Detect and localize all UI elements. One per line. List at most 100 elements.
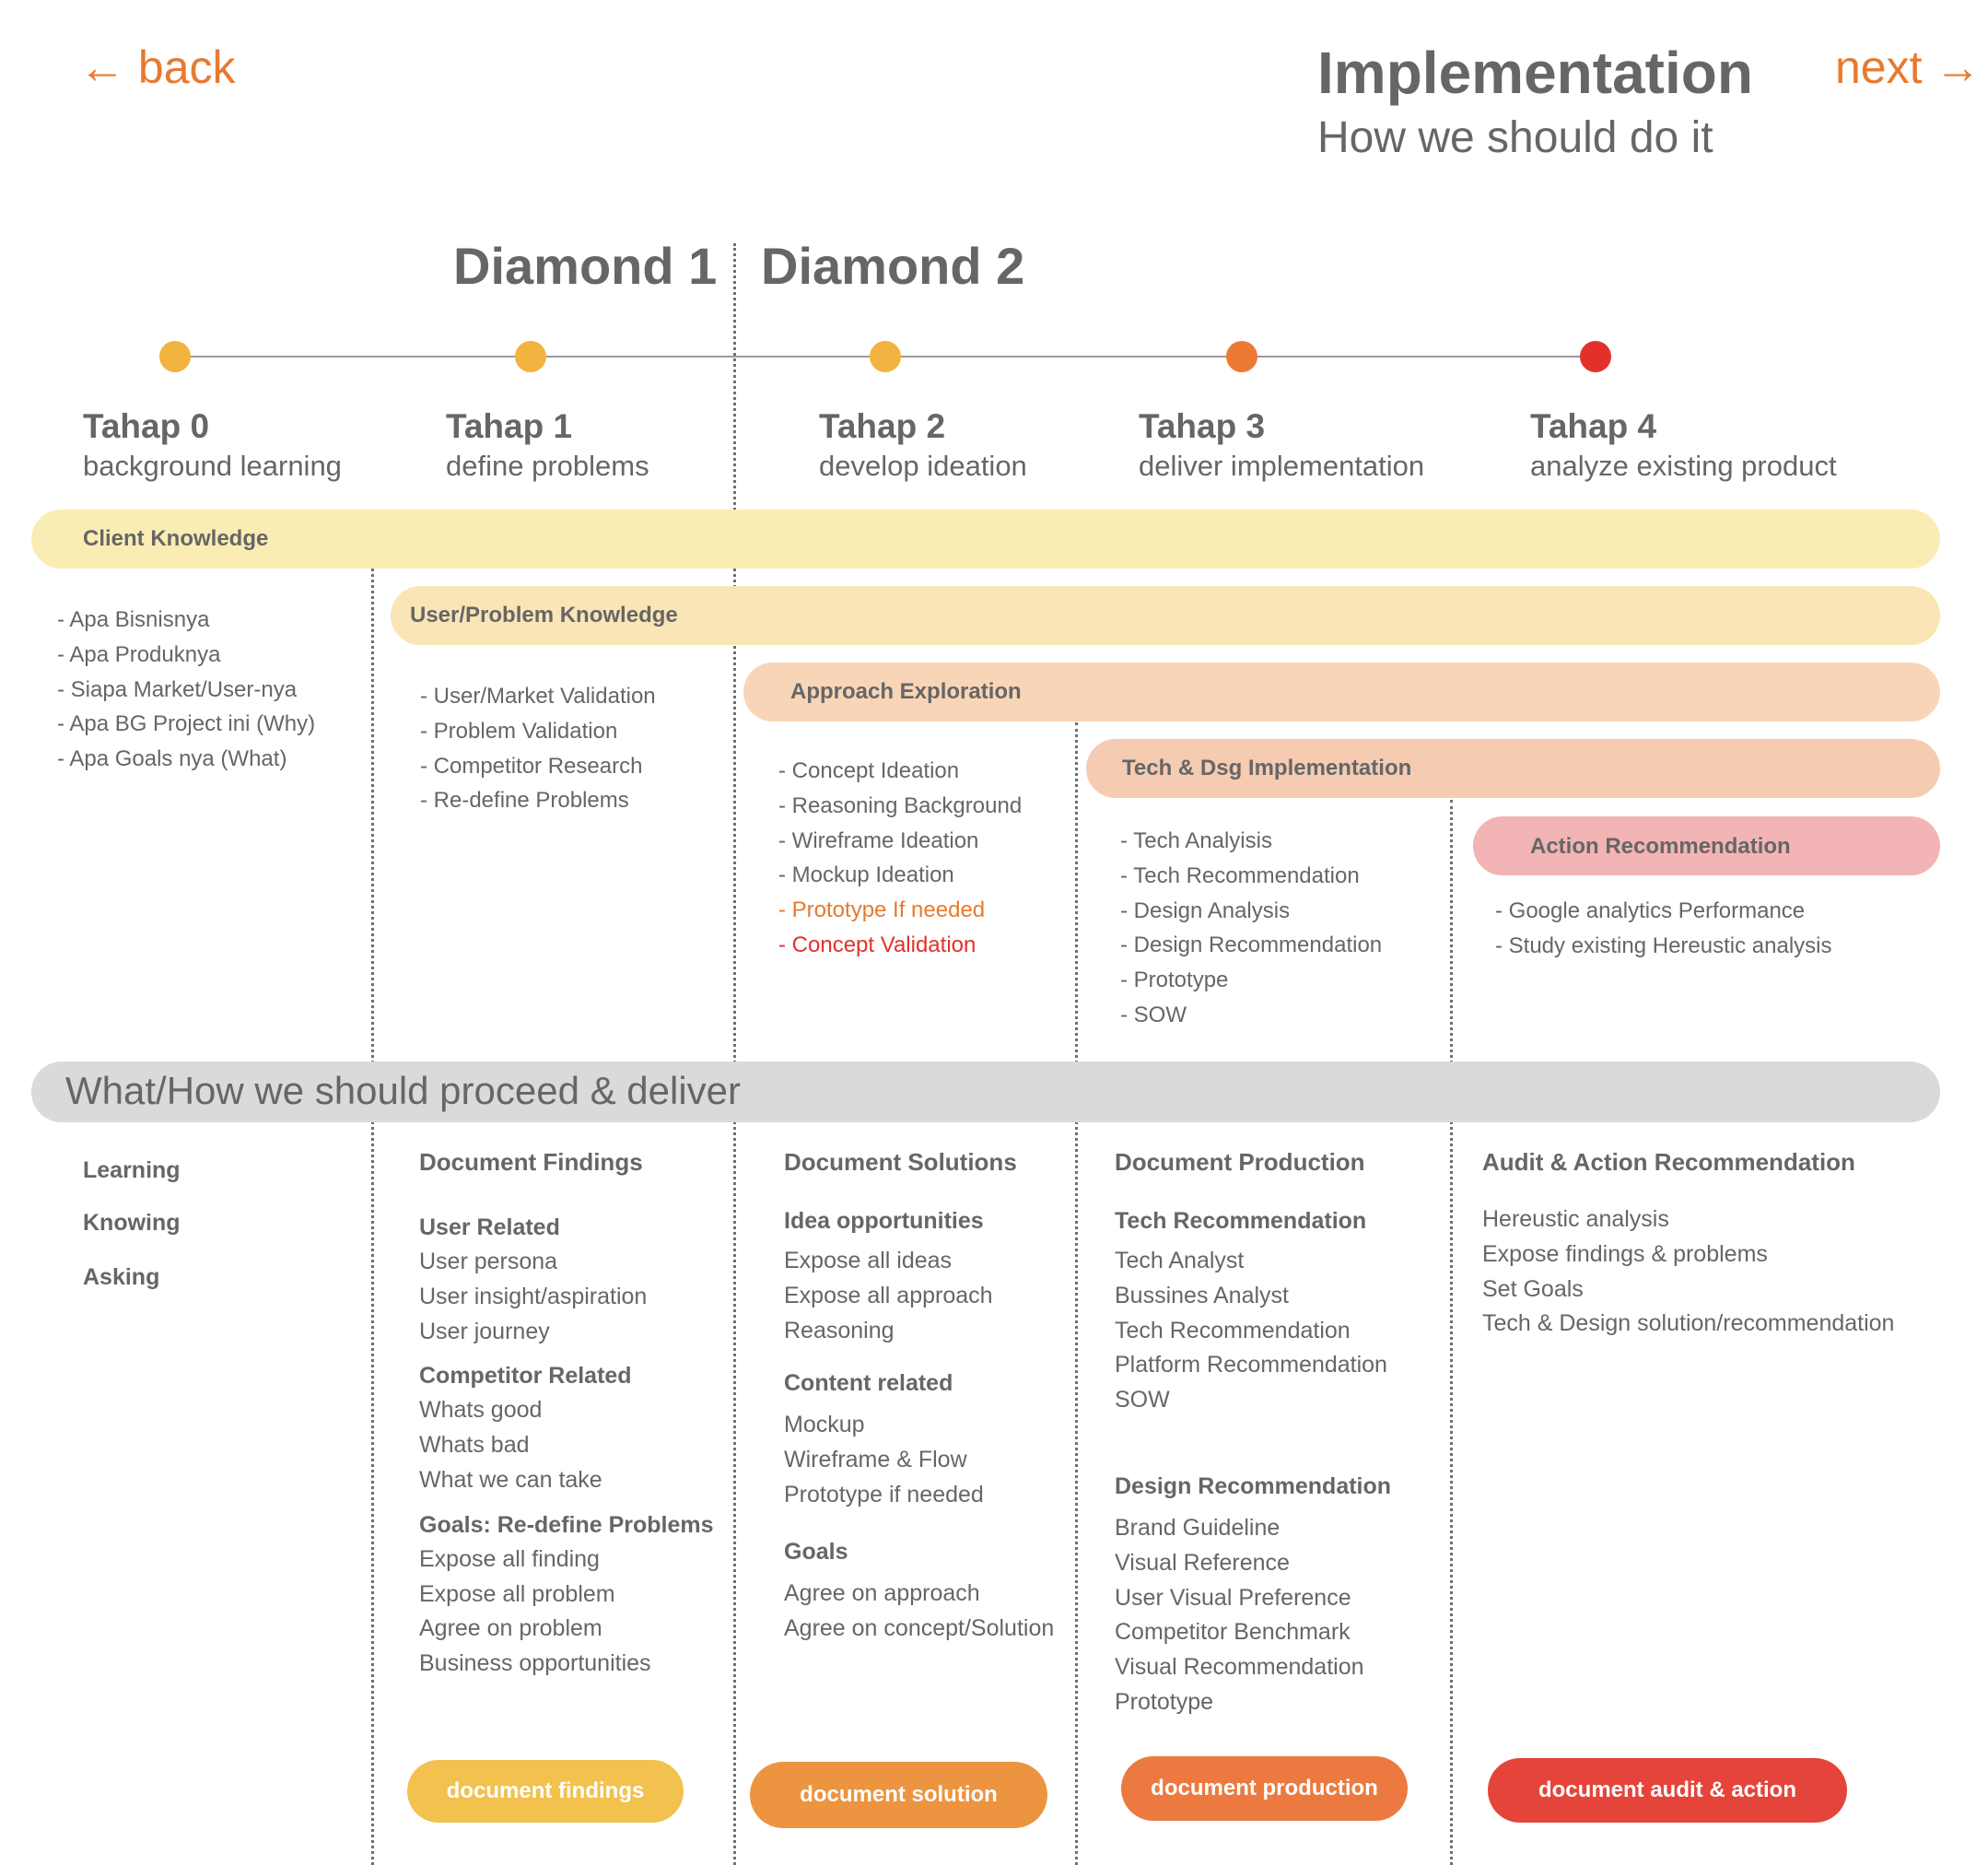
deliver-item: Asking: [83, 1264, 160, 1290]
document-solution-button[interactable]: document solution: [750, 1762, 1047, 1828]
page-title: Implementation: [1317, 40, 1753, 106]
tech-dsg-implementation-band: Tech & Dsg Implementation: [1086, 739, 1940, 798]
approach-exploration-band: Approach Exploration: [743, 663, 1940, 721]
column-heading: Document Solutions: [784, 1148, 1017, 1176]
client-knowledge-list: - Apa Bisnisnya - Apa Produknya - Siapa …: [57, 603, 315, 777]
deliver-item: Whats bad: [419, 1432, 530, 1459]
approach-list: - Concept Ideation - Reasoning Backgroun…: [778, 754, 1022, 963]
band-label: Tech & Dsg Implementation: [1122, 756, 1412, 780]
deliver-item: Tech & Design solution/recommendation: [1482, 1310, 1895, 1337]
deliver-item: Platform Recommendation: [1115, 1352, 1387, 1378]
deliver-item: Agree on approach: [784, 1579, 980, 1606]
timeline-dot-0: [159, 341, 191, 372]
stage-subtitle: analyze existing product: [1530, 450, 1837, 482]
stage-divider-4: [1450, 800, 1453, 1865]
deliver-item: Expose findings & problems: [1482, 1240, 1768, 1267]
deliver-item: User journey: [419, 1318, 550, 1344]
list-item: - Study existing Hereustic analysis: [1495, 932, 1832, 958]
document-findings-button[interactable]: document findings: [407, 1760, 684, 1823]
stage-subtitle: deliver implementation: [1139, 450, 1425, 482]
stage-title: Tahap 2: [819, 407, 946, 445]
deliver-item: Tech Analyst: [1115, 1248, 1245, 1273]
deliver-item: Hereustic analysis: [1482, 1206, 1669, 1232]
column-heading: Document Findings: [419, 1148, 643, 1176]
deliver-item: Bussines Analyst: [1115, 1282, 1289, 1308]
band-label: Approach Exploration: [790, 679, 1022, 704]
band-label: User/Problem Knowledge: [410, 603, 678, 628]
deliver-item: User persona: [419, 1249, 558, 1274]
list-item: - Wireframe Ideation: [778, 827, 979, 853]
deliver-item: Prototype: [1115, 1688, 1214, 1715]
section-heading: Content related: [784, 1370, 953, 1397]
timeline-dot-2: [870, 341, 901, 372]
diamond-divider: [733, 243, 736, 1865]
stage-title: Tahap 4: [1530, 407, 1657, 445]
column-heading: Audit & Action Recommendation: [1482, 1148, 1855, 1176]
user-problem-knowledge-band: User/Problem Knowledge: [391, 586, 1940, 645]
deliver-item: Wireframe & Flow: [784, 1447, 967, 1473]
list-item: - Google analytics Performance: [1495, 898, 1806, 923]
list-item: - Siapa Market/User-nya: [57, 676, 298, 702]
deliver-col-3: Document Production Tech Recommendation …: [1115, 1148, 1391, 1720]
deliver-item: Expose all ideas: [784, 1248, 953, 1273]
deliver-item: Expose all problem: [419, 1580, 615, 1607]
diamond-1-label: Diamond 1: [453, 237, 718, 295]
deliver-item: Agree on concept/Solution: [784, 1614, 1055, 1641]
back-link[interactable]: ← back: [79, 41, 236, 93]
deliver-item: Business opportunities: [419, 1650, 651, 1677]
user-problem-list: - User/Market Validation - Problem Valid…: [420, 679, 656, 818]
deliver-item: Set Goals: [1482, 1275, 1584, 1302]
deliver-item: Knowing: [83, 1210, 181, 1236]
list-item: - Competitor Research: [420, 753, 643, 779]
deliver-item: Competitor Benchmark: [1115, 1619, 1351, 1646]
deliver-item: Prototype if needed: [784, 1481, 984, 1507]
document-production-button[interactable]: document production: [1121, 1756, 1408, 1821]
section-heading: User Related: [419, 1214, 560, 1240]
deliver-col-2: Document Solutions Idea opportunities Ex…: [784, 1148, 1054, 1646]
stage-subtitle: define problems: [446, 450, 649, 482]
list-item: - Apa Produknya: [57, 641, 221, 667]
deliver-item: Whats good: [419, 1397, 543, 1424]
stage-title: Tahap 0: [83, 407, 210, 445]
deliver-item: Agree on problem: [419, 1615, 602, 1642]
stage-divider-1: [371, 569, 374, 1865]
list-item: - Apa Bisnisnya: [57, 607, 210, 632]
stage-4: Tahap 4 analyze existing product: [1530, 407, 1837, 483]
stage-subtitle: develop ideation: [819, 450, 1027, 482]
stage-2: Tahap 2 develop ideation: [819, 407, 1027, 483]
list-item: - Reasoning Background: [778, 792, 1023, 818]
list-item: - Re-define Problems: [420, 788, 629, 814]
list-item: - Concept Ideation: [778, 758, 960, 783]
deliver-item: Visual Reference: [1115, 1549, 1290, 1576]
diamond-2-label: Diamond 2: [761, 237, 1025, 295]
deliver-item: Expose all finding: [419, 1545, 600, 1572]
stage-title: Tahap 1: [446, 407, 573, 445]
list-item: - SOW: [1120, 1002, 1187, 1027]
deliver-item: Brand Guideline: [1115, 1514, 1281, 1541]
deliver-item: Visual Recommendation: [1115, 1654, 1364, 1681]
deliver-col-1: Document Findings User Related User pers…: [419, 1148, 714, 1682]
next-link[interactable]: next →: [1835, 41, 1982, 93]
stage-divider-3: [1075, 722, 1078, 1865]
list-item: - Design Recommendation: [1120, 932, 1383, 958]
band-label: Action Recommendation: [1530, 834, 1791, 859]
list-item: - Mockup Ideation: [778, 862, 954, 888]
stage-3: Tahap 3 deliver implementation: [1139, 407, 1424, 483]
document-audit-action-button[interactable]: document audit & action: [1488, 1758, 1847, 1823]
band-label: Client Knowledge: [83, 526, 269, 551]
deliver-item: Reasoning: [784, 1317, 895, 1343]
list-item: - Problem Validation: [420, 718, 618, 744]
list-item: - Prototype: [1120, 968, 1229, 993]
stage-0: Tahap 0 background learning: [83, 407, 342, 483]
deliver-item: SOW: [1115, 1387, 1170, 1413]
list-item: - Tech Analyisis: [1120, 828, 1272, 853]
deliver-item: Tech Recommendation: [1115, 1317, 1351, 1343]
deliver-item: Mockup: [784, 1412, 865, 1438]
list-item-highlight-orange: - Prototype If needed: [778, 897, 986, 923]
deliver-item: Expose all approach: [784, 1282, 993, 1308]
list-item: - Design Analysis: [1120, 897, 1291, 923]
section-heading: Idea opportunities: [784, 1208, 984, 1234]
stage-title: Tahap 3: [1139, 407, 1266, 445]
section-heading: Design Recommendation: [1115, 1472, 1392, 1499]
action-recommendation-band: Action Recommendation: [1473, 816, 1940, 875]
